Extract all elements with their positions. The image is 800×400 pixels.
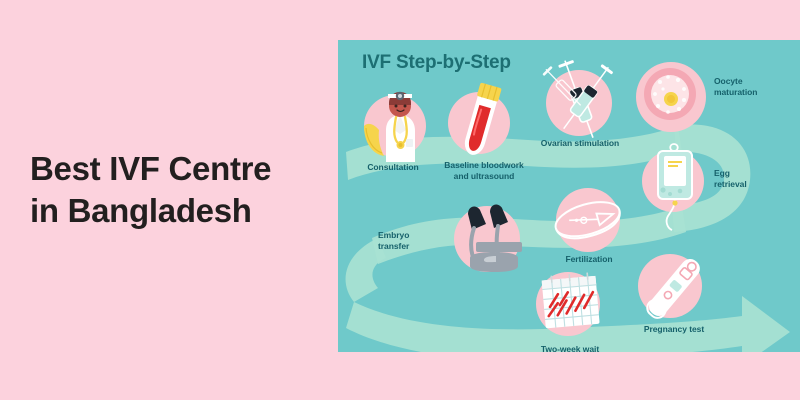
petri-dish-icon bbox=[554, 201, 621, 240]
oocyte-icon bbox=[644, 68, 696, 120]
microscope-icon bbox=[468, 204, 522, 272]
page-title: Best IVF Centre in Bangladesh bbox=[30, 148, 330, 232]
step-label: Fertilization bbox=[565, 254, 613, 264]
step-label: Oocyte maturation bbox=[714, 76, 758, 97]
step-label: Two-week wait bbox=[540, 344, 600, 352]
page-title-line-1: Best IVF Centre bbox=[30, 150, 272, 187]
iv-bag-icon bbox=[657, 143, 693, 231]
page-title-line-2: in Bangladesh bbox=[30, 192, 252, 230]
step-label: Pregnancy test bbox=[643, 324, 705, 334]
ivf-infographic: IVF Step-by-Step bbox=[338, 40, 800, 352]
blood-vial-icon bbox=[464, 82, 502, 155]
step-label: Ovarian stimulation bbox=[540, 138, 620, 148]
step-label: Baseline bloodwork and ultrasound bbox=[444, 160, 524, 181]
doctor-stethoscope-icon bbox=[364, 91, 415, 162]
flow-arrow-ribbon bbox=[345, 124, 790, 352]
syringes-icon bbox=[542, 60, 613, 138]
infographic-title: IVF Step-by-Step bbox=[362, 52, 511, 73]
pregnancy-test-icon bbox=[646, 258, 700, 319]
step-label: Egg retrieval bbox=[714, 168, 747, 189]
step-label: Embryo transfer bbox=[378, 230, 410, 251]
step-label: Consultation bbox=[367, 162, 419, 172]
calendar-icon bbox=[541, 272, 600, 329]
